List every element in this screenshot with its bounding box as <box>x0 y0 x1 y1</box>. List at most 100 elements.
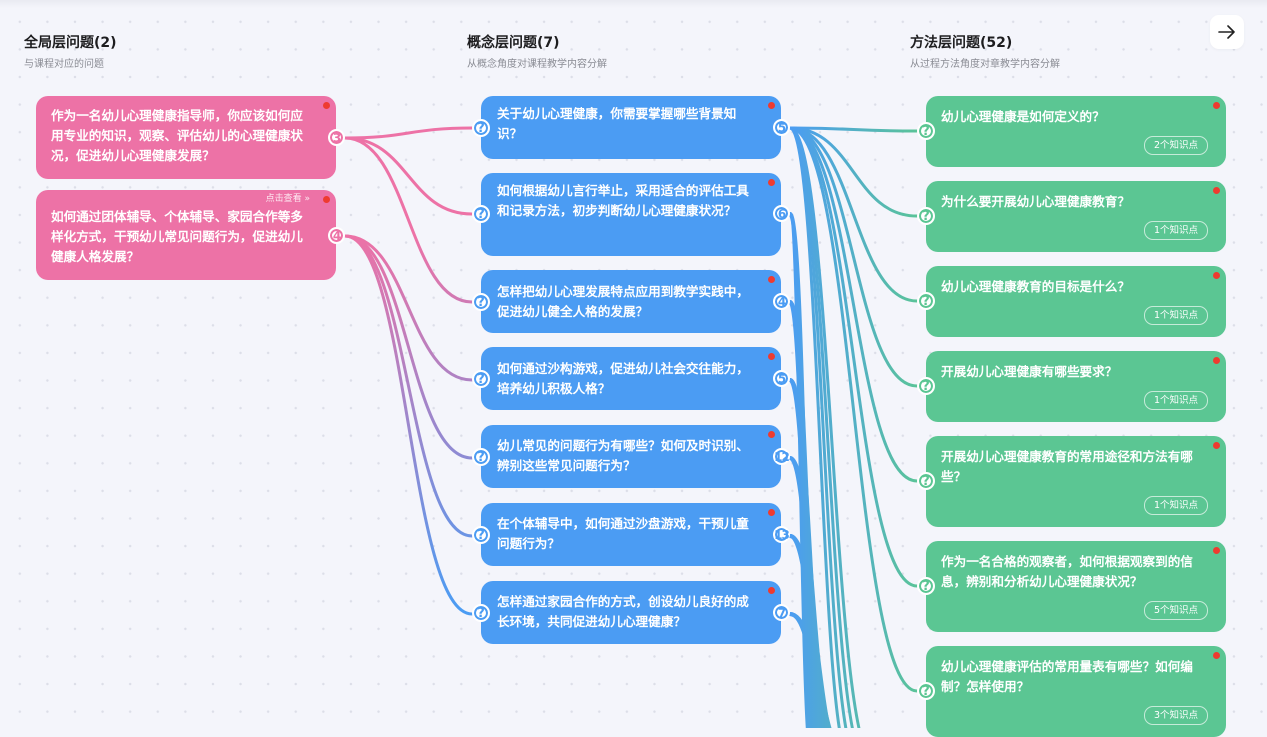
global-to-concept-link <box>343 234 474 538</box>
question-mark-icon: ? <box>917 682 935 700</box>
knowledge-point-count[interactable]: 1个知识点 <box>1143 391 1208 410</box>
unread-dot-icon <box>323 196 330 203</box>
concept-to-method-link <box>788 126 841 728</box>
child-count-badge[interactable]: 5 <box>773 370 790 387</box>
method-question-text: 为什么要开展幼儿心理健康教育？ <box>941 194 1130 209</box>
concept-to-method-link <box>788 126 848 728</box>
knowledge-point-count[interactable]: 5个知识点 <box>1143 601 1208 620</box>
unread-dot-icon <box>768 276 775 283</box>
concept-question-text: 关于幼儿心理健康，你需要掌握哪些背景知识？ <box>497 106 737 141</box>
next-page-button[interactable] <box>1210 15 1244 49</box>
unread-dot-icon <box>1213 357 1220 364</box>
question-mark-icon: ? <box>917 472 935 490</box>
concept-question-text: 怎样把幼儿心理发展特点应用到教学实践中，促进幼儿健全人格的发展？ <box>497 284 749 319</box>
child-count-badge[interactable]: 4 <box>773 293 790 310</box>
global-to-concept-link <box>343 234 474 460</box>
question-mark-icon: ? <box>472 119 490 137</box>
concept-to-method-link <box>788 126 919 218</box>
unread-dot-icon <box>1213 652 1220 659</box>
concept-to-method-link <box>788 126 919 388</box>
question-mark-icon: ? <box>917 377 935 395</box>
child-count-badge[interactable]: 5 <box>773 119 790 136</box>
question-mark-icon: ? <box>917 207 935 225</box>
unread-dot-icon <box>323 102 330 109</box>
concept-column-header: 概念层问题(7) 从概念角度对课程教学内容分解 <box>467 33 607 72</box>
child-count-badge[interactable]: 7 <box>773 604 790 621</box>
global-to-concept-link <box>343 234 474 382</box>
global-to-concept-link <box>343 234 474 616</box>
concept-to-method-link <box>788 612 832 728</box>
question-mark-icon: ? <box>472 526 490 544</box>
question-mark-icon: ? <box>472 370 490 388</box>
global-to-concept-link <box>343 136 474 304</box>
method-question-card[interactable]: ? 开展幼儿心理健康有哪些要求？ 1个知识点 <box>917 351 1226 422</box>
concept-question-card[interactable]: ? 怎样通过家园合作的方式，创设幼儿良好的成长环境，共同促进幼儿心理健康？ 7 <box>472 581 790 644</box>
child-count-badge[interactable]: 3 <box>328 129 345 146</box>
global-column-subtitle: 与课程对应的问题 <box>24 59 104 70</box>
concept-column-title: 概念层问题(7) <box>467 35 560 51</box>
knowledge-point-count[interactable]: 1个知识点 <box>1143 496 1208 515</box>
global-question-card[interactable]: 作为一名幼儿心理健康指导师，你应该如何应用专业的知识，观察、评估幼儿的心理健康状… <box>36 96 345 179</box>
concept-question-text: 幼儿常见的问题行为有哪些？如何及时识别、辨别这些常见问题行为？ <box>497 438 749 473</box>
view-detail-link[interactable]: 点击查看 » <box>265 194 310 204</box>
method-question-text: 幼儿心理健康是如何定义的？ <box>941 109 1105 124</box>
question-mark-icon: ? <box>472 293 490 311</box>
method-question-card[interactable]: ? 幼儿心理健康评估的常用量表有哪些？如何编制？怎样使用？ 3个知识点 <box>917 646 1226 737</box>
knowledge-point-count[interactable]: 1个知识点 <box>1143 306 1208 325</box>
concept-question-card[interactable]: ? 关于幼儿心理健康，你需要掌握哪些背景知识？ 5 <box>472 96 790 159</box>
method-column-title: 方法层问题(52) <box>910 35 1013 51</box>
concept-question-text: 怎样通过家园合作的方式，创设幼儿良好的成长环境，共同促进幼儿心理健康？ <box>497 594 749 629</box>
concept-question-card[interactable]: ? 怎样把幼儿心理发展特点应用到教学实践中，促进幼儿健全人格的发展？ 4 <box>472 270 790 333</box>
concept-question-card[interactable]: ? 幼儿常见的问题行为有哪些？如何及时识别、辨别这些常见问题行为？ 12 <box>472 425 790 488</box>
concept-to-method-link <box>788 534 831 728</box>
unread-dot-icon <box>1213 442 1220 449</box>
global-question-card[interactable]: 点击查看 » 如何通过团体辅导、个体辅导、家园合作等多样化方式，干预幼儿常见问题… <box>36 190 345 280</box>
knowledge-point-count[interactable]: 2个知识点 <box>1143 136 1208 155</box>
question-mark-icon: ? <box>917 122 935 140</box>
child-count-badge[interactable]: 12 <box>773 448 790 465</box>
global-to-concept-link <box>343 126 474 140</box>
unread-dot-icon <box>1213 102 1220 109</box>
unread-dot-icon <box>768 353 775 360</box>
method-question-card[interactable]: ? 开展幼儿心理健康教育的常用途径和方法有哪些？ 1个知识点 <box>917 436 1226 527</box>
global-column-title: 全局层问题(2) <box>24 35 117 51</box>
method-question-card[interactable]: ? 作为一名合格的观察者，如何根据观察到的信息，辨别和分析幼儿心理健康状况？ 5… <box>917 541 1226 632</box>
method-column-header: 方法层问题(52) 从过程方法角度对章教学内容分解 <box>910 33 1060 72</box>
question-mark-icon: ? <box>472 205 490 223</box>
concept-to-method-link <box>788 126 919 588</box>
concept-question-card[interactable]: ? 如何通过沙构游戏，促进幼儿社会交往能力，培养幼儿积极人格？ 5 <box>472 347 790 410</box>
concept-column-subtitle: 从概念角度对课程教学内容分解 <box>467 59 607 70</box>
unread-dot-icon <box>1213 187 1220 194</box>
concept-to-method-link <box>788 126 919 483</box>
method-question-text: 作为一名合格的观察者，如何根据观察到的信息，辨别和分析幼儿心理健康状况？ <box>941 554 1193 589</box>
top-shadow <box>0 0 1267 8</box>
global-question-text: 作为一名幼儿心理健康指导师，你应该如何应用专业的知识，观察、评估幼儿的心理健康状… <box>51 108 303 163</box>
method-question-text: 幼儿心理健康评估的常用量表有哪些？如何编制？怎样使用？ <box>941 659 1193 694</box>
unread-dot-icon <box>1213 547 1220 554</box>
unread-dot-icon <box>768 587 775 594</box>
unread-dot-icon <box>1213 272 1220 279</box>
child-count-badge[interactable]: 13 <box>773 526 790 543</box>
method-question-text: 幼儿心理健康教育的目标是什么？ <box>941 279 1130 294</box>
concept-question-text: 如何通过沙构游戏，促进幼儿社会交往能力，培养幼儿积极人格？ <box>497 361 749 396</box>
question-mark-icon: ? <box>917 292 935 310</box>
concept-to-method-link <box>788 126 919 303</box>
knowledge-point-count[interactable]: 1个知识点 <box>1143 221 1208 240</box>
concept-to-method-link <box>788 126 855 728</box>
concept-question-card[interactable]: ? 如何根据幼儿言行举止，采用适合的评估工具和记录方法，初步判断幼儿心理健康状况… <box>472 173 790 256</box>
global-column-header: 全局层问题(2) 与课程对应的问题 <box>24 33 117 72</box>
arrow-right-icon <box>1218 25 1235 39</box>
concept-to-method-link <box>788 126 861 728</box>
global-question-text: 如何通过团体辅导、个体辅导、家园合作等多样化方式，干预幼儿常见问题行为，促进幼儿… <box>51 209 303 264</box>
knowledge-point-count[interactable]: 3个知识点 <box>1143 706 1208 725</box>
concept-to-method-link <box>788 126 919 133</box>
method-question-text: 开展幼儿心理健康有哪些要求？ <box>941 364 1118 379</box>
child-count-badge[interactable]: 4 <box>328 227 345 244</box>
concept-question-card[interactable]: ? 在个体辅导中，如何通过沙盘游戏，干预儿童问题行为？ 13 <box>472 503 790 566</box>
method-question-card[interactable]: ? 幼儿心理健康教育的目标是什么？ 1个知识点 <box>917 266 1226 337</box>
unread-dot-icon <box>768 102 775 109</box>
method-question-card[interactable]: ? 为什么要开展幼儿心理健康教育？ 1个知识点 <box>917 181 1226 252</box>
method-question-card[interactable]: ? 幼儿心理健康是如何定义的？ 2个知识点 <box>917 96 1226 167</box>
child-count-badge[interactable]: 6 <box>773 205 790 222</box>
